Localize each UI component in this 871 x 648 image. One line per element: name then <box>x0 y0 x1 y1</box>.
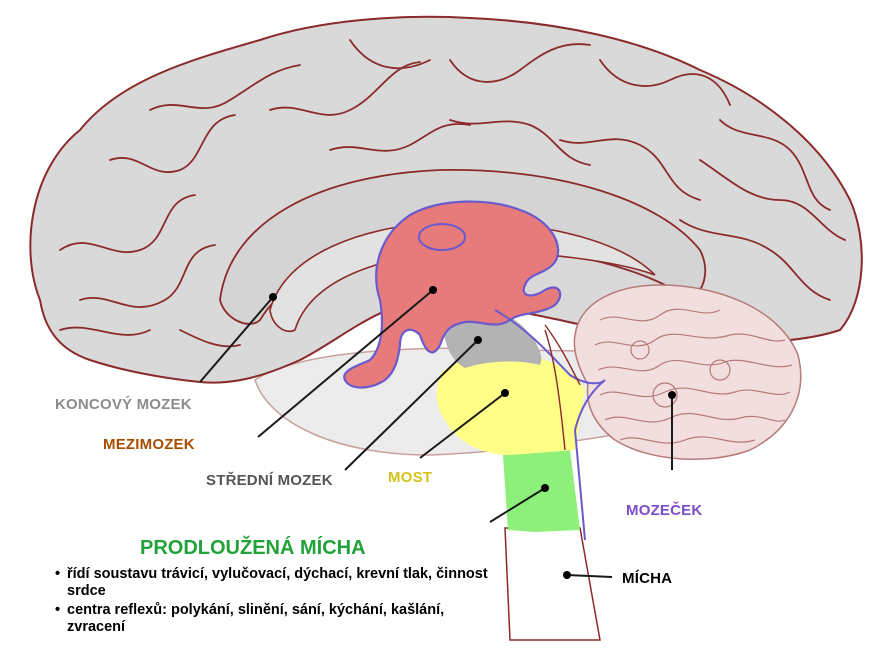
function-item: řídí soustavu trávicí, vylučovací, dýcha… <box>55 566 495 600</box>
label-most: MOST <box>388 469 432 486</box>
label-micha: MÍCHA <box>622 570 672 587</box>
label-mezimozek: MEZIMOZEK <box>103 436 195 453</box>
label-stredni-mozek: STŘEDNÍ MOZEK <box>206 472 333 489</box>
label-mozecek: MOZEČEK <box>626 502 702 519</box>
label-prodlouzena-micha: PRODLOUŽENÁ MÍCHA <box>140 537 366 560</box>
function-item: centra reflexů: polykání, slinění, sání,… <box>55 602 495 636</box>
label-koncovy-mozek: KONCOVÝ MOZEK <box>55 396 192 413</box>
interthalamic-adhesion <box>419 224 465 250</box>
spinal-cord <box>505 528 600 640</box>
prodlouzena-micha-functions: řídí soustavu trávicí, vylučovací, dýcha… <box>55 566 495 638</box>
